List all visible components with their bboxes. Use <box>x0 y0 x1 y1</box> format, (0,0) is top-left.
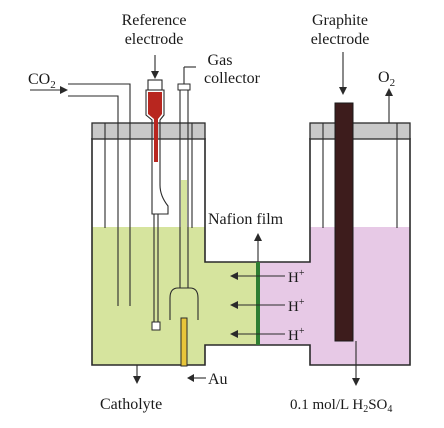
au-electrode <box>180 317 188 367</box>
anode-cap <box>309 122 411 140</box>
anode-chamber-wall <box>258 138 411 366</box>
anode-chamber-wall-left <box>258 138 311 263</box>
au-label: Au <box>208 371 228 388</box>
anolyte-arrow-head <box>352 378 360 386</box>
co2-label: CO2 <box>28 71 56 91</box>
proton-label-1: H+ <box>288 268 305 286</box>
gas-collector-top <box>177 83 191 91</box>
anolyte-label: 0.1 mol/L H2SO4 <box>290 397 392 415</box>
proton-label-2: H+ <box>288 297 305 315</box>
reference-arrow-head <box>151 71 159 79</box>
proton-arrow-2 <box>230 301 285 309</box>
graphite-label-line2: electrode <box>311 31 370 48</box>
reference-tip <box>151 321 161 331</box>
o2-arrow-head <box>385 88 393 96</box>
cathode-chamber-wall-right <box>204 138 258 263</box>
co2-tube-outer <box>68 83 131 306</box>
nafion-arrow-head <box>254 233 262 241</box>
graphite-label-line1: Graphite <box>312 12 368 29</box>
co2-arrow-head <box>60 86 68 94</box>
anolyte-liquid <box>258 227 410 365</box>
co2-tube-inner <box>68 95 119 306</box>
gas-collector-liquid <box>181 180 187 288</box>
cathode-cap <box>91 122 206 140</box>
reference-electrode-body <box>145 89 169 215</box>
catholyte-label: Catholyte <box>100 396 162 413</box>
reference-top-cap <box>147 79 163 91</box>
graphite-arrow-head <box>339 87 347 95</box>
cathode-chamber-wall <box>91 138 258 366</box>
nafion-membrane <box>256 262 260 345</box>
reference-label-line2: electrode <box>125 31 184 48</box>
reference-filling <box>148 92 162 162</box>
gas-collector-label-line1: Gas <box>208 52 233 69</box>
proton-arrow-3 <box>230 330 285 338</box>
gas-collector-label-line2: collector <box>204 70 261 87</box>
au-pointer-head <box>187 374 194 382</box>
catholyte-arrow-head <box>133 376 141 384</box>
proton-arrow-1 <box>230 272 285 280</box>
proton-label-3: H+ <box>288 326 305 344</box>
graphite-rod <box>334 102 354 342</box>
gas-collector-bell <box>169 287 199 320</box>
catholyte-liquid <box>92 227 258 365</box>
o2-label: O2 <box>378 69 395 89</box>
nafion-label: Nafion film <box>208 211 284 228</box>
reference-label-line1: Reference <box>122 12 187 29</box>
